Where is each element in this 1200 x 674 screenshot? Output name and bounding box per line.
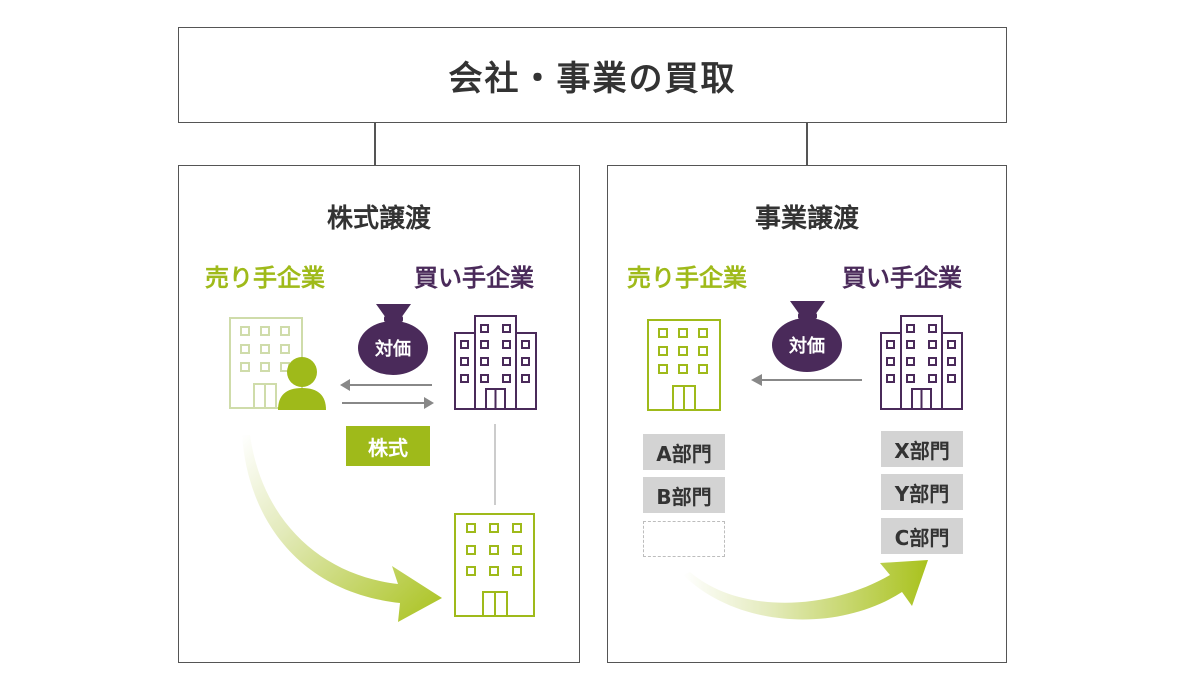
consideration-label: 対価 <box>788 335 825 357</box>
stock-badge: 株式 <box>346 426 430 466</box>
shareholder-person-icon <box>278 357 326 410</box>
vacated-department-placeholder <box>643 521 725 557</box>
department-box: Y部門 <box>881 474 963 510</box>
consideration-label: 対価 <box>374 338 411 360</box>
department-box: B部門 <box>643 477 725 513</box>
department-box: C部門 <box>881 518 963 554</box>
department-box: A部門 <box>643 434 725 470</box>
business-transfer-panel <box>607 165 1007 663</box>
buyer-label: 買い手企業 <box>414 264 534 292</box>
share-transfer-panel <box>178 165 580 663</box>
seller-label: 売り手企業 <box>205 264 325 292</box>
department-box: X部門 <box>881 431 963 467</box>
share-transfer-heading: 株式譲渡 <box>326 204 431 234</box>
buyer-label: 買い手企業 <box>842 264 962 292</box>
seller-building-icon <box>229 317 303 409</box>
money-bag-icon <box>772 301 842 372</box>
title-box: 会社・事業の買取 <box>178 27 1007 123</box>
transfer-curve-arrow <box>242 435 442 622</box>
share-arrow <box>342 397 434 409</box>
business-transfer-heading: 事業譲渡 <box>754 204 859 234</box>
payment-arrow <box>751 374 862 386</box>
buyer-building-icon <box>880 315 963 410</box>
buyer-building-icon <box>454 315 537 410</box>
connector-right <box>806 123 808 165</box>
seller-building-icon <box>647 319 721 411</box>
money-bag-icon <box>358 304 428 375</box>
seller-label: 売り手企業 <box>627 264 747 292</box>
payment-arrow <box>340 379 432 391</box>
acquired-company-building-icon <box>454 513 535 617</box>
page-title: 会社・事業の買取 <box>448 58 737 99</box>
connector-left <box>374 123 376 165</box>
transfer-curve-arrow <box>683 560 928 620</box>
